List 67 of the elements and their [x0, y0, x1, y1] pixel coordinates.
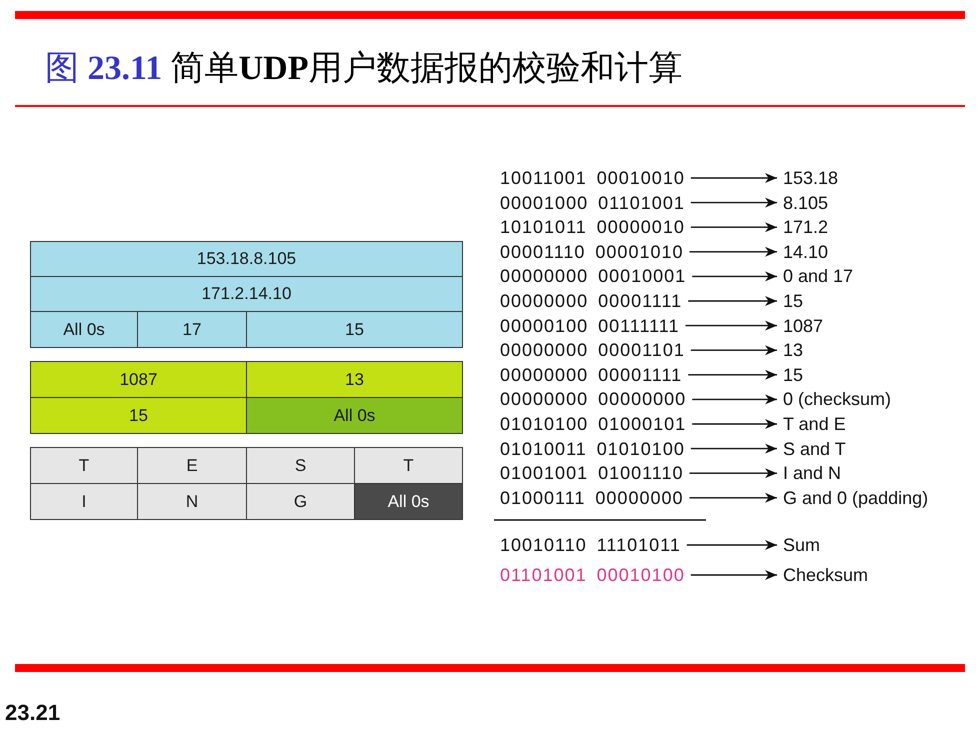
- binary-word: 00000000 00001111: [500, 364, 682, 386]
- arrow: [688, 370, 777, 380]
- binary-word: 01101001 00010100: [500, 564, 685, 586]
- binary-word: 00000000 00010001: [500, 265, 686, 288]
- arrow: [690, 570, 777, 580]
- binary-word: 00000000 00001111: [500, 290, 682, 312]
- page-number: 23.21: [5, 700, 60, 726]
- arrow: [690, 222, 777, 232]
- arrow: [686, 320, 777, 331]
- field-cell: All 0s: [246, 397, 463, 434]
- decimal-value: S and T: [783, 438, 846, 460]
- field-cell: 17: [137, 311, 247, 348]
- field-cell: 13: [246, 361, 463, 398]
- binary-word: 01000111 00000000: [500, 486, 684, 509]
- field-cell: All 0s: [354, 483, 463, 520]
- decimal-value: G and 0 (padding): [783, 486, 928, 509]
- decimal-value: 13: [783, 339, 804, 362]
- arrow: [690, 492, 777, 503]
- binary-word: 01001001 01001110: [500, 462, 684, 484]
- decimal-value: Sum: [783, 534, 820, 556]
- binary-word: 00000000 00001101: [500, 339, 685, 362]
- arrow: [690, 173, 777, 183]
- binary-word: 10011001 00010010: [500, 167, 685, 189]
- binary-word: 01010011 01010100: [500, 438, 685, 460]
- decimal-value: T and E: [783, 413, 846, 435]
- field-cell: G: [246, 483, 355, 520]
- decimal-value: 153.18: [783, 167, 838, 189]
- field-cell: 15: [30, 397, 247, 434]
- binary-word: 00000000 00000000: [500, 388, 686, 410]
- arrow: [690, 468, 777, 478]
- binary-word: 00000100 00111111: [500, 314, 680, 337]
- arrow: [690, 444, 777, 454]
- decimal-value: 14.10: [783, 240, 828, 263]
- binary-word: 10010110 11101011: [500, 534, 681, 556]
- decimal-value: Checksum: [783, 564, 868, 586]
- slide-title: 图 23.11 简单UDP用户数据报的校验和计算: [45, 49, 683, 89]
- decimal-value: 15: [783, 290, 804, 312]
- arrow: [692, 271, 777, 282]
- arrow: [690, 345, 777, 356]
- arrow: [686, 540, 777, 550]
- field-cell: E: [137, 447, 247, 484]
- decimal-value: I and N: [783, 462, 842, 484]
- field-cell: 171.2.14.10: [30, 276, 463, 312]
- binary-word: 00001000 01101001: [500, 192, 685, 214]
- field-cell: N: [137, 483, 247, 520]
- arrow: [692, 419, 777, 429]
- binary-word: 10101011 00000010: [500, 216, 685, 238]
- field-cell: 153.18.8.105: [30, 241, 463, 277]
- decimal-value: 15: [783, 364, 804, 386]
- field-cell: T: [354, 447, 463, 484]
- binary-word: 01010100 01000101: [500, 413, 686, 435]
- field-cell: 15: [246, 311, 463, 348]
- decimal-value: 0 (checksum): [783, 388, 892, 410]
- decimal-value: 1087: [783, 314, 824, 337]
- arrow: [690, 198, 777, 208]
- field-cell: All 0s: [30, 311, 138, 348]
- binary-word: 00001110 00001010: [500, 240, 684, 263]
- field-cell: T: [30, 447, 138, 484]
- field-cell: 1087: [30, 361, 247, 398]
- arrow: [688, 296, 777, 306]
- field-cell: I: [30, 483, 138, 520]
- decimal-value: 171.2: [783, 216, 828, 238]
- decimal-value: 0 and 17: [783, 265, 854, 288]
- decimal-value: 8.105: [783, 192, 828, 214]
- field-cell: S: [246, 447, 355, 484]
- arrow: [692, 394, 777, 404]
- arrow: [690, 246, 777, 257]
